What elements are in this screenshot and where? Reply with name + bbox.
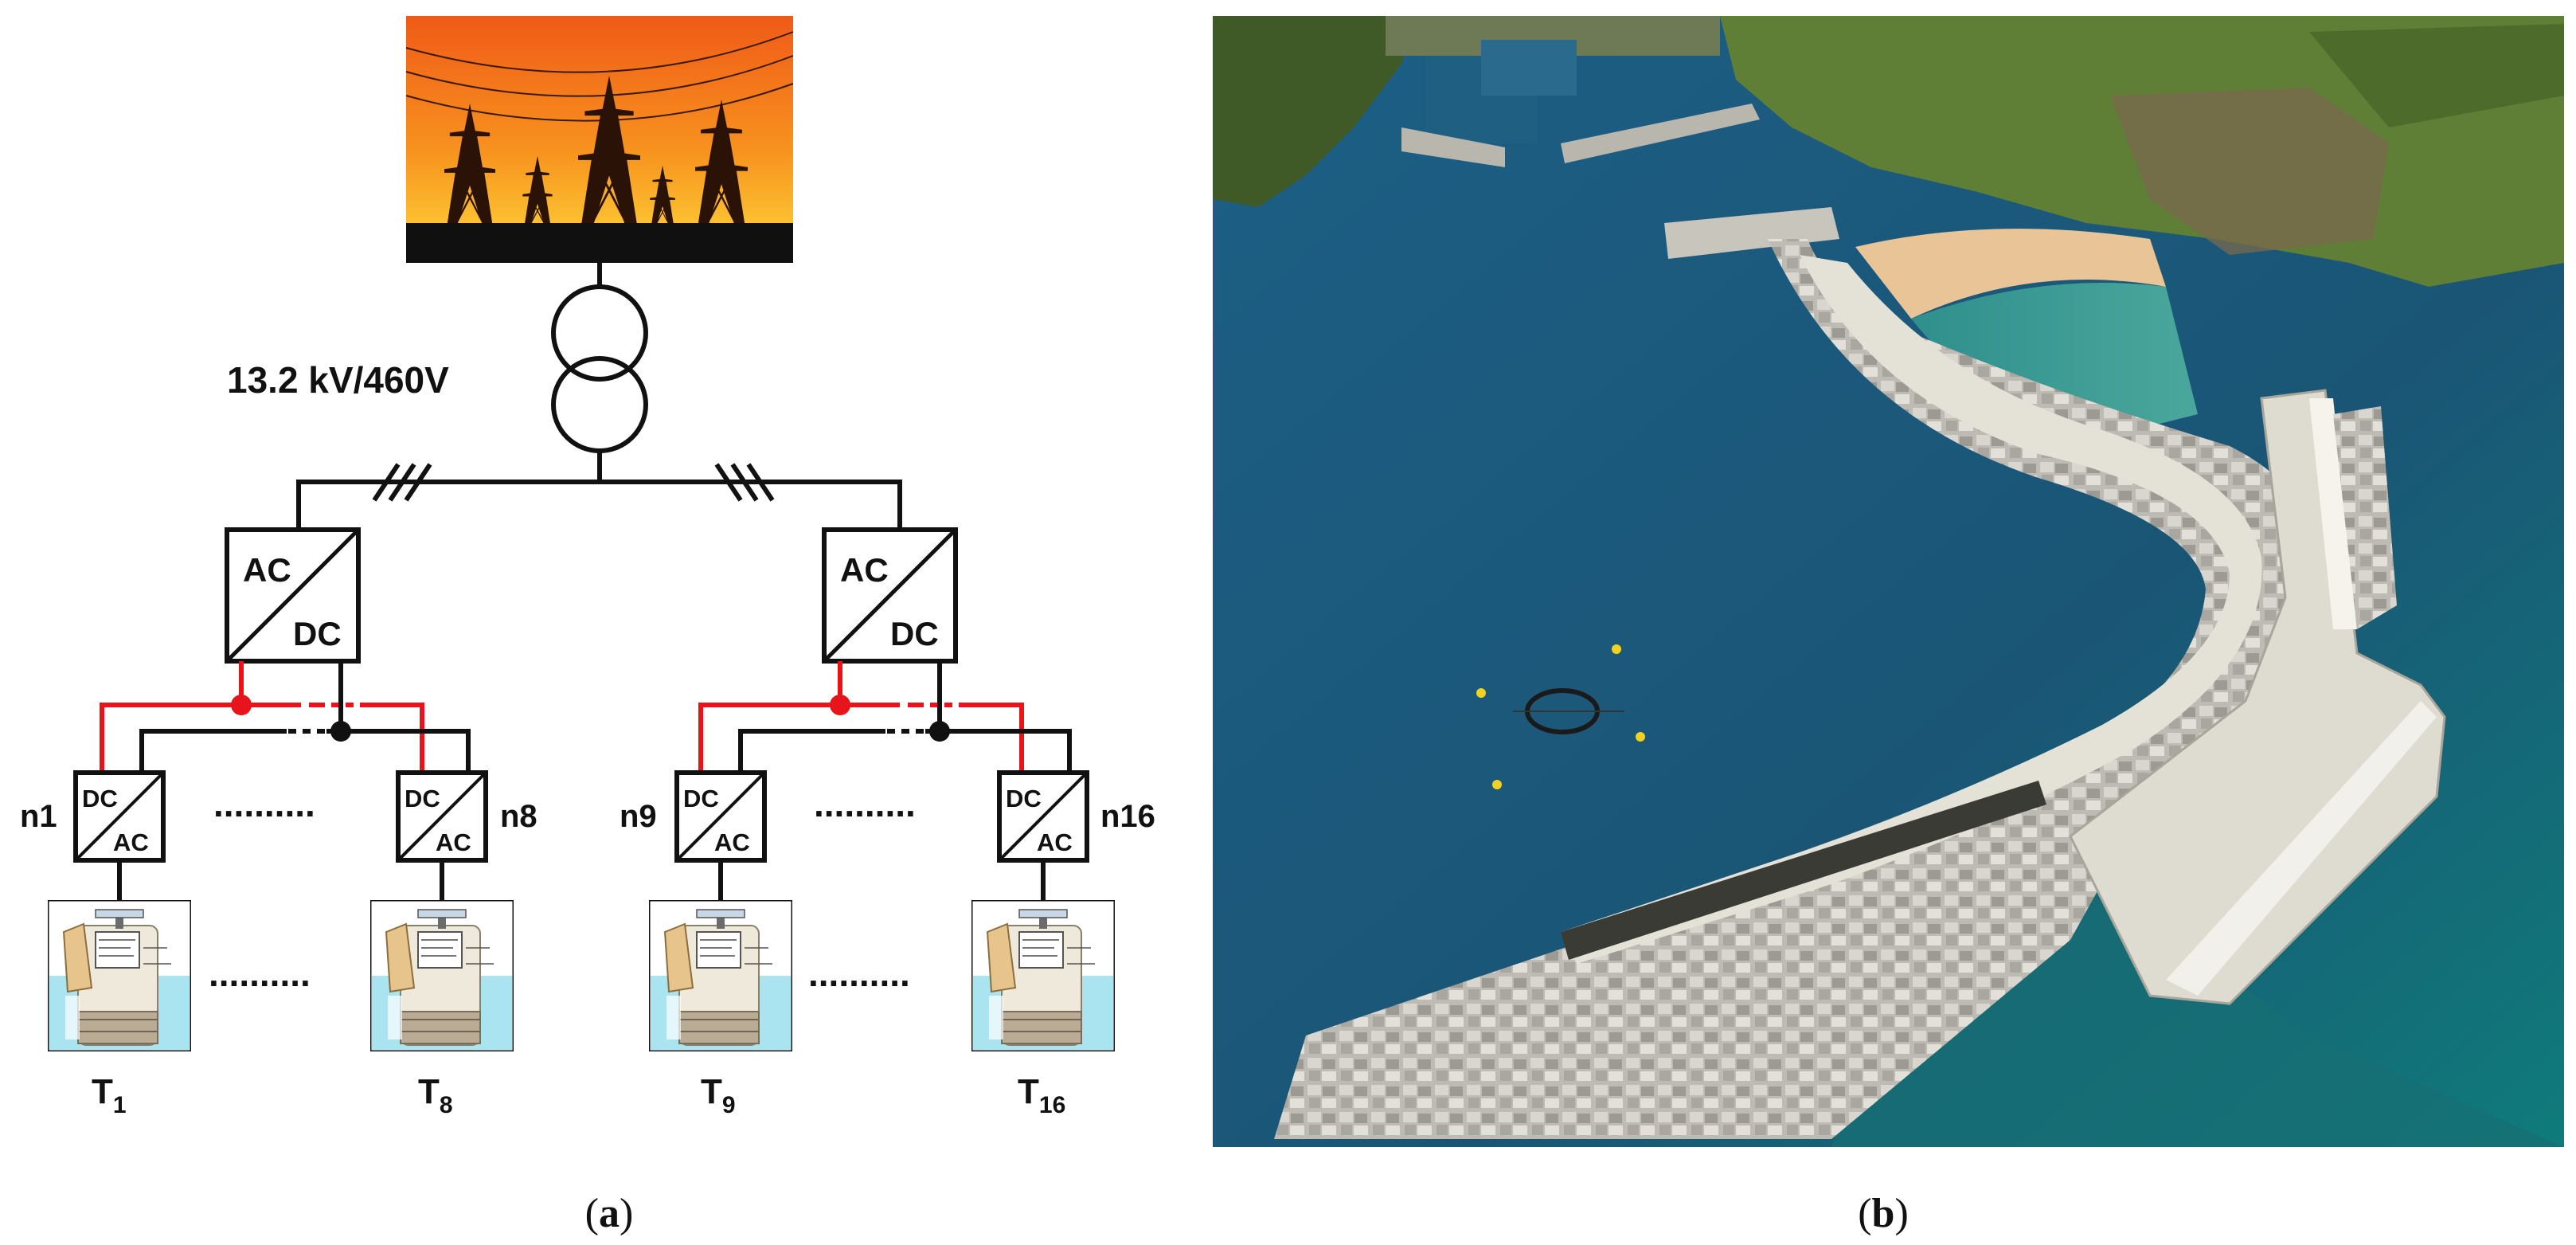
unit-dc-label: DC bbox=[405, 785, 440, 812]
transformer-label: 13.2 kV/460V bbox=[227, 359, 449, 401]
dc-ac-converter-n8: DC AC bbox=[396, 770, 488, 863]
ac-dc-converter-left: AC DC bbox=[225, 527, 361, 664]
unit-ac-label: AC bbox=[1037, 828, 1073, 856]
dc-ac-converter-n16: DC AC bbox=[997, 770, 1089, 863]
unit-ac-label: AC bbox=[113, 828, 149, 856]
dc-bus-left bbox=[100, 661, 471, 773]
converter-dc-label: DC bbox=[890, 615, 939, 652]
turbine-chamber-t1 bbox=[48, 900, 191, 1051]
three-phase-mark-left bbox=[372, 463, 432, 502]
turbine-label-t9: T9 bbox=[701, 1072, 736, 1118]
unit-dc-label: DC bbox=[683, 785, 719, 812]
node-label-n16: n16 bbox=[1100, 799, 1155, 834]
node-label-n8: n8 bbox=[500, 799, 537, 834]
unit-ac-label: AC bbox=[714, 828, 750, 856]
caption-a: (a) bbox=[585, 1191, 634, 1236]
turbine-chamber-t8 bbox=[370, 900, 514, 1051]
ellipsis-converters-right: .......... bbox=[814, 783, 916, 824]
turbine-label-t16: T16 bbox=[1018, 1072, 1065, 1118]
three-phase-mark-right bbox=[714, 463, 775, 502]
caption-b: (b) bbox=[1858, 1191, 1909, 1236]
ac-bus bbox=[296, 480, 902, 530]
dc-ac-converter-n1: DC AC bbox=[73, 770, 166, 863]
ellipsis-turbines-left: .......... bbox=[209, 953, 311, 994]
converter-ac-label: AC bbox=[243, 551, 291, 589]
dc-bus-right bbox=[698, 661, 1072, 773]
converter-ac-label: AC bbox=[840, 551, 889, 589]
ac-dc-converter-right: AC DC bbox=[822, 527, 958, 664]
aerial-breakwater-photo bbox=[1213, 16, 2564, 1147]
electrical-diagram: 13.2 kV/460V AC DC AC DC bbox=[20, 16, 1155, 1118]
unit-dc-label: DC bbox=[82, 785, 118, 812]
ellipsis-converters-left: .......... bbox=[213, 783, 315, 824]
turbine-label-t8: T8 bbox=[418, 1072, 453, 1118]
unit-ac-label: AC bbox=[436, 828, 471, 856]
ellipsis-turbines-right: .......... bbox=[808, 953, 910, 994]
converter-dc-label: DC bbox=[293, 615, 342, 652]
power-grid-image bbox=[405, 16, 794, 263]
unit-dc-label: DC bbox=[1006, 785, 1042, 812]
node-label-n1: n1 bbox=[20, 799, 57, 834]
transformer-symbol bbox=[551, 284, 648, 453]
turbine-label-t1: T1 bbox=[92, 1072, 127, 1118]
node-label-n9: n9 bbox=[620, 799, 657, 834]
dc-ac-converter-n9: DC AC bbox=[674, 770, 767, 863]
turbine-chamber-t16 bbox=[971, 900, 1115, 1051]
turbine-chamber-t9 bbox=[649, 900, 792, 1051]
